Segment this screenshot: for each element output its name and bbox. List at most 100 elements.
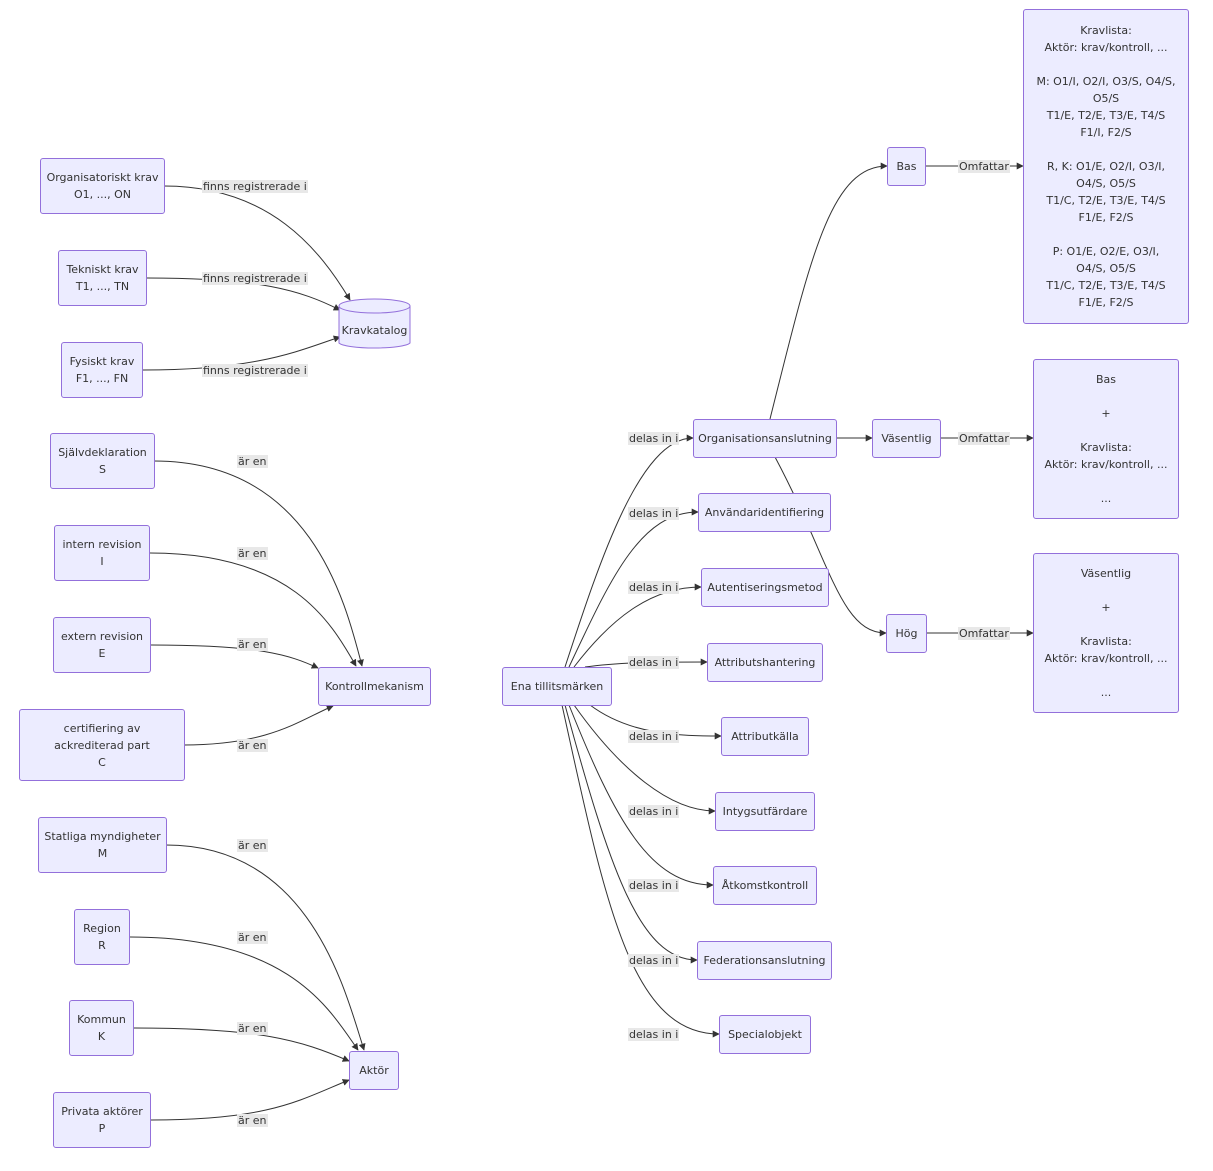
edge-label-delas-in-i: delas in i (628, 730, 680, 743)
node-label: Region (83, 922, 121, 935)
edge-label-ar-en: är en (237, 547, 268, 560)
edge-label-finns-registrerade-i: finns registrerade i (202, 180, 308, 193)
edge-sjalvdeklaration-kontrollmekanism (153, 460, 364, 667)
node-extern-revision[interactable]: extern revision E (53, 617, 151, 673)
node-label: I (100, 555, 104, 568)
node-statliga-myndigheter[interactable]: Statliga myndigheter M (38, 817, 167, 873)
node-label: Attributshantering (714, 656, 816, 669)
edge-label-omfattar: Omfattar (958, 160, 1010, 173)
edge-statliga-aktor (165, 844, 366, 1051)
detail-line: ... (1100, 686, 1112, 699)
node-label: ackrediterad part (54, 738, 150, 752)
edge-fys-krav-kravkatalog (142, 335, 341, 371)
node-privata-aktorer[interactable]: Privata aktörer P (53, 1092, 151, 1148)
node-specialobjekt[interactable]: Specialobjekt (719, 1015, 811, 1054)
node-ena-tillitsmarken[interactable]: Ena tillitsmärken (502, 667, 612, 706)
detail-line: R, K: O1/E, O2/I, O3/I, (1046, 160, 1166, 173)
node-label: extern revision (60, 630, 144, 643)
edge-label-ar-en: är en (237, 638, 268, 651)
edge-ena-organisationsanslutning (564, 434, 694, 668)
detail-line: + (1101, 601, 1111, 614)
node-sjalvdeklaration[interactable]: Självdeklaration S (50, 433, 155, 489)
edge-label-ar-en: är en (237, 931, 268, 944)
detail-line: Aktör: krav/kontroll, ... (1044, 458, 1168, 471)
node-label: Kontrollmekanism (325, 680, 424, 693)
edge-intern-revision-kontrollmekanism (149, 552, 357, 667)
node-aktor[interactable]: Aktör (349, 1051, 399, 1090)
detail-line: O5/S (1092, 92, 1120, 105)
edge-label-delas-in-i: delas in i (628, 656, 680, 669)
node-label: S (99, 463, 106, 476)
node-atkomstkontroll[interactable]: Åtkomstkontroll (713, 866, 817, 905)
node-anvandaridentifiering[interactable]: Användaridentifiering (698, 493, 831, 532)
kravkatalog-cylinder[interactable] (338, 298, 411, 349)
detail-line: F1/E, F2/S (1078, 211, 1134, 224)
node-label: Fysiskt krav (69, 355, 135, 368)
edge-label-omfattar: Omfattar (958, 432, 1010, 445)
node-federationsanslutning[interactable]: Federationsanslutning (697, 941, 832, 980)
edge-label-finns-registrerade-i: finns registrerade i (202, 364, 308, 377)
detail-line: F1/E, F2/S (1078, 296, 1134, 309)
node-bas-kravlista[interactable]: Kravlista: Aktör: krav/kontroll, ... M: … (1023, 9, 1189, 324)
edge-label-delas-in-i: delas in i (628, 805, 680, 818)
node-label: T1, ..., TN (75, 280, 130, 293)
node-vasentlig-kravlista[interactable]: Bas + Kravlista: Aktör: krav/kontroll, .… (1033, 359, 1179, 519)
node-certifiering[interactable]: certifiering av ackrediterad part C (19, 709, 185, 781)
node-kontrollmekanism[interactable]: Kontrollmekanism (318, 667, 431, 706)
detail-line: + (1101, 407, 1111, 420)
node-kommun[interactable]: Kommun K (69, 1000, 134, 1056)
edge-label-delas-in-i: delas in i (628, 507, 680, 520)
node-organisationsanslutning[interactable]: Organisationsanslutning (693, 419, 837, 458)
node-hog[interactable]: Hög (886, 614, 927, 653)
edge-label-ar-en: är en (237, 739, 268, 752)
edge-label-delas-in-i: delas in i (628, 879, 680, 892)
edge-label-finns-registrerade-i: finns registrerade i (202, 272, 308, 285)
node-label: R (98, 939, 106, 952)
node-label: Statliga myndigheter (44, 830, 161, 843)
detail-line: P: O1/E, O2/E, O3/I, (1052, 245, 1160, 258)
edge-org-krav-kravkatalog (163, 185, 351, 301)
edge-label-ar-en: är en (237, 455, 268, 468)
node-tekniskt-krav[interactable]: Tekniskt krav T1, ..., TN (58, 250, 147, 306)
kravkatalog-label: Kravkatalog (341, 324, 408, 337)
edge-ena-intygsutfardare (573, 704, 716, 815)
node-label: Bas (896, 160, 917, 173)
node-fysiskt-krav[interactable]: Fysiskt krav F1, ..., FN (61, 342, 143, 398)
node-region[interactable]: Region R (74, 909, 130, 965)
detail-line: Kravlista: (1080, 635, 1132, 648)
edge-kommun-aktor (133, 1027, 350, 1062)
node-label: Privata aktörer (61, 1105, 143, 1118)
node-label: Åtkomstkontroll (721, 879, 809, 892)
node-label: Självdeklaration (58, 446, 147, 459)
edge-label-delas-in-i: delas in i (628, 954, 680, 967)
node-vasentlig[interactable]: Väsentlig (872, 419, 941, 458)
edge-region-aktor (129, 936, 359, 1051)
node-attributkalla[interactable]: Attributkälla (721, 717, 809, 756)
detail-line: T1/C, T2/E, T3/E, T4/S (1046, 279, 1166, 292)
detail-line: ... (1100, 492, 1112, 505)
node-organisatoriskt-krav[interactable]: Organisatoriskt krav O1, ..., ON (40, 158, 165, 214)
node-label: C (98, 755, 106, 769)
detail-line: Bas (1095, 373, 1117, 386)
edge-label-omfattar: Omfattar (958, 627, 1010, 640)
node-intygsutfardare[interactable]: Intygsutfärdare (715, 792, 815, 831)
node-label: E (98, 647, 106, 660)
detail-line: F1/I, F2/S (1080, 126, 1132, 139)
detail-line: T1/E, T2/E, T3/E, T4/S (1046, 109, 1166, 122)
detail-line: O4/S, O5/S (1076, 177, 1136, 190)
node-attributshantering[interactable]: Attributshantering (707, 643, 823, 682)
edge-tek-krav-kravkatalog (146, 277, 341, 311)
edge-label-delas-in-i: delas in i (628, 581, 680, 594)
node-label: Ena tillitsmärken (510, 680, 604, 693)
edge-ena-atkomstkontroll (568, 704, 714, 889)
node-autentiseringsmetod[interactable]: Autentiseringsmetod (701, 568, 829, 607)
node-label: intern revision (62, 538, 142, 551)
node-hog-kravlista[interactable]: Väsentlig + Kravlista: Aktör: krav/kontr… (1033, 553, 1179, 713)
edge-extern-revision-kontrollmekanism (150, 644, 319, 669)
node-label: Användaridentifiering (704, 506, 825, 519)
node-bas[interactable]: Bas (887, 147, 926, 186)
node-label: Attributkälla (731, 730, 799, 743)
edge-label-ar-en: är en (237, 1022, 268, 1035)
node-intern-revision[interactable]: intern revision I (54, 525, 150, 581)
